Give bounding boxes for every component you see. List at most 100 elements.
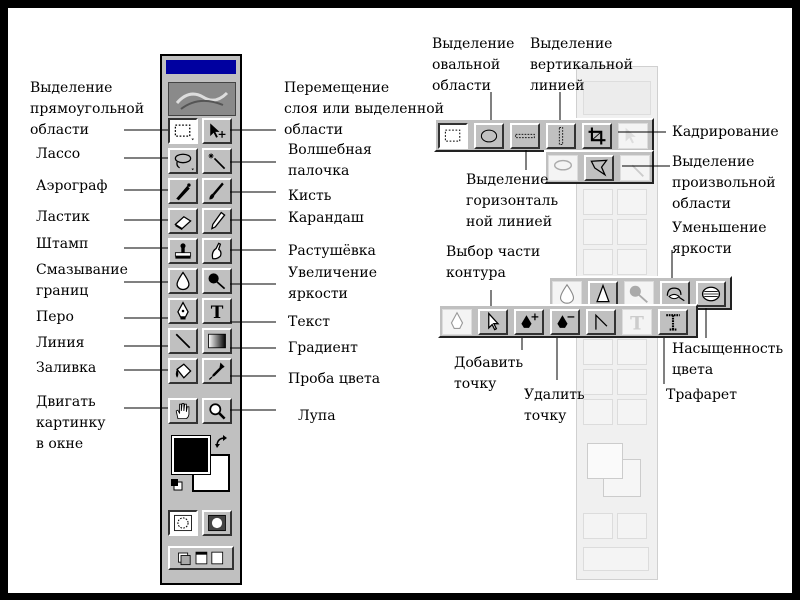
airbrush-icon: [176, 183, 191, 201]
marquee-row-icon: [515, 133, 535, 139]
toolbox-palette: T: [160, 54, 242, 585]
sponge-option[interactable]: [696, 281, 726, 307]
blur-icon: [559, 283, 575, 304]
magic-wand-option-faded: [620, 155, 650, 181]
delete-anchor-icon: [557, 315, 575, 328]
standard-mode-icon: [174, 514, 192, 532]
eraser-tool[interactable]: [168, 208, 198, 234]
swap-colors-icon[interactable]: [214, 434, 230, 450]
label-poly-lasso-2: произвольной: [672, 175, 776, 191]
polygon-lasso-option[interactable]: [584, 155, 614, 181]
pen-tool[interactable]: [168, 298, 198, 324]
smudge-tool[interactable]: [202, 238, 232, 264]
lasso-tool[interactable]: [168, 148, 198, 174]
label-text: Текст: [288, 314, 330, 330]
sharpen-icon: [596, 283, 610, 303]
pencil-icon: [211, 211, 226, 230]
sponge-icon: [701, 286, 721, 302]
add-anchor-icon: [521, 313, 539, 328]
label-row-select-3: ной линией: [466, 214, 553, 230]
zoom-tool[interactable]: [202, 398, 232, 424]
blur-option[interactable]: [552, 281, 582, 307]
lasso-option[interactable]: [548, 155, 578, 181]
eyedropper-icon: [208, 362, 225, 380]
pencil-tool[interactable]: [202, 208, 232, 234]
label-fill: Заливка: [36, 360, 97, 376]
move-icon: [210, 123, 226, 138]
label-direct-select-2: контура: [446, 265, 506, 281]
rect-marquee-tool[interactable]: [168, 118, 198, 144]
lasso-flyout: [544, 150, 654, 184]
label-line: Линия: [36, 335, 85, 351]
palette-titlebar[interactable]: [166, 60, 236, 74]
crop-option[interactable]: [582, 123, 612, 149]
quick-mask-mode-button[interactable]: [202, 510, 232, 536]
pen-option[interactable]: [442, 309, 472, 335]
marquee-column-icon: [558, 127, 564, 145]
line-tool[interactable]: [168, 328, 198, 354]
paintbrush-tool[interactable]: [202, 178, 232, 204]
hand-tool[interactable]: [168, 398, 198, 424]
photoshop-logo-faded: [583, 81, 651, 115]
default-colors-icon[interactable]: [170, 478, 184, 492]
label-ellipse-select-1: Выделение: [432, 36, 515, 52]
label-wand-1: Волшебная: [288, 142, 372, 158]
foreground-color-swatch[interactable]: [171, 435, 211, 475]
faded-tool: [583, 219, 613, 245]
eraser-icon: [174, 215, 192, 231]
svg-text:T: T: [211, 302, 224, 322]
blur-tool[interactable]: [168, 268, 198, 294]
faded-tool: [583, 189, 613, 215]
airbrush-tool[interactable]: [168, 178, 198, 204]
paintbrush-icon: [209, 182, 224, 200]
delete-anchor-option[interactable]: [550, 309, 580, 335]
type-icon: T: [630, 313, 644, 334]
polygon-lasso-icon: [590, 159, 608, 177]
faded-tool: [617, 189, 647, 215]
gradient-tool[interactable]: [202, 328, 232, 354]
row-marquee-option[interactable]: [510, 123, 540, 149]
marquee-rect-icon: [444, 129, 461, 142]
label-smudge: Растушёвка: [288, 243, 376, 259]
rubber-stamp-tool[interactable]: [168, 238, 198, 264]
label-pen: Перо: [36, 309, 74, 325]
faded-tool: [617, 219, 647, 245]
diagram-canvas: T: [8, 8, 792, 593]
type-mask-icon: [666, 314, 680, 331]
photoshop-logo: [168, 82, 236, 116]
sharpen-option[interactable]: [588, 281, 618, 307]
marquee-flyout: [434, 118, 654, 152]
gradient-icon: [208, 333, 226, 349]
label-brush: Кисть: [288, 188, 332, 204]
label-move-2: слоя или выделенной: [284, 101, 444, 117]
eyedropper-tool[interactable]: [202, 358, 232, 384]
type-tool[interactable]: T: [202, 298, 232, 324]
faded-tool: [617, 249, 647, 275]
move-tool[interactable]: [202, 118, 232, 144]
convert-anchor-option[interactable]: [586, 309, 616, 335]
lasso-icon: [174, 153, 194, 171]
paint-bucket-tool[interactable]: [168, 358, 198, 384]
label-hand-1: Двигать: [36, 394, 96, 410]
add-anchor-option[interactable]: [514, 309, 544, 335]
screen-mode-icons[interactable]: [170, 548, 232, 568]
zoom-icon: [209, 403, 226, 420]
label-poly-lasso-3: области: [672, 196, 732, 212]
label-move-1: Перемещение: [284, 80, 390, 96]
dodge-tool[interactable]: [202, 268, 232, 294]
column-marquee-option[interactable]: [546, 123, 576, 149]
standard-mode-button[interactable]: [168, 510, 198, 536]
blur-icon: [176, 271, 190, 291]
logo-eye-icon: [175, 91, 229, 110]
type-mask-option[interactable]: [658, 309, 688, 335]
label-row-select-1: Выделение: [466, 172, 549, 188]
label-dodge-1: Увеличение: [288, 265, 377, 281]
magic-wand-tool[interactable]: [202, 148, 232, 174]
faded-tool: [617, 513, 647, 539]
direct-select-option[interactable]: [478, 309, 508, 335]
ellipse-marquee-option[interactable]: [474, 123, 504, 149]
rect-marquee-option[interactable]: [438, 123, 468, 149]
faded-tool: [617, 369, 647, 395]
pen-icon: [450, 311, 464, 330]
convert-anchor-icon: [595, 313, 608, 330]
